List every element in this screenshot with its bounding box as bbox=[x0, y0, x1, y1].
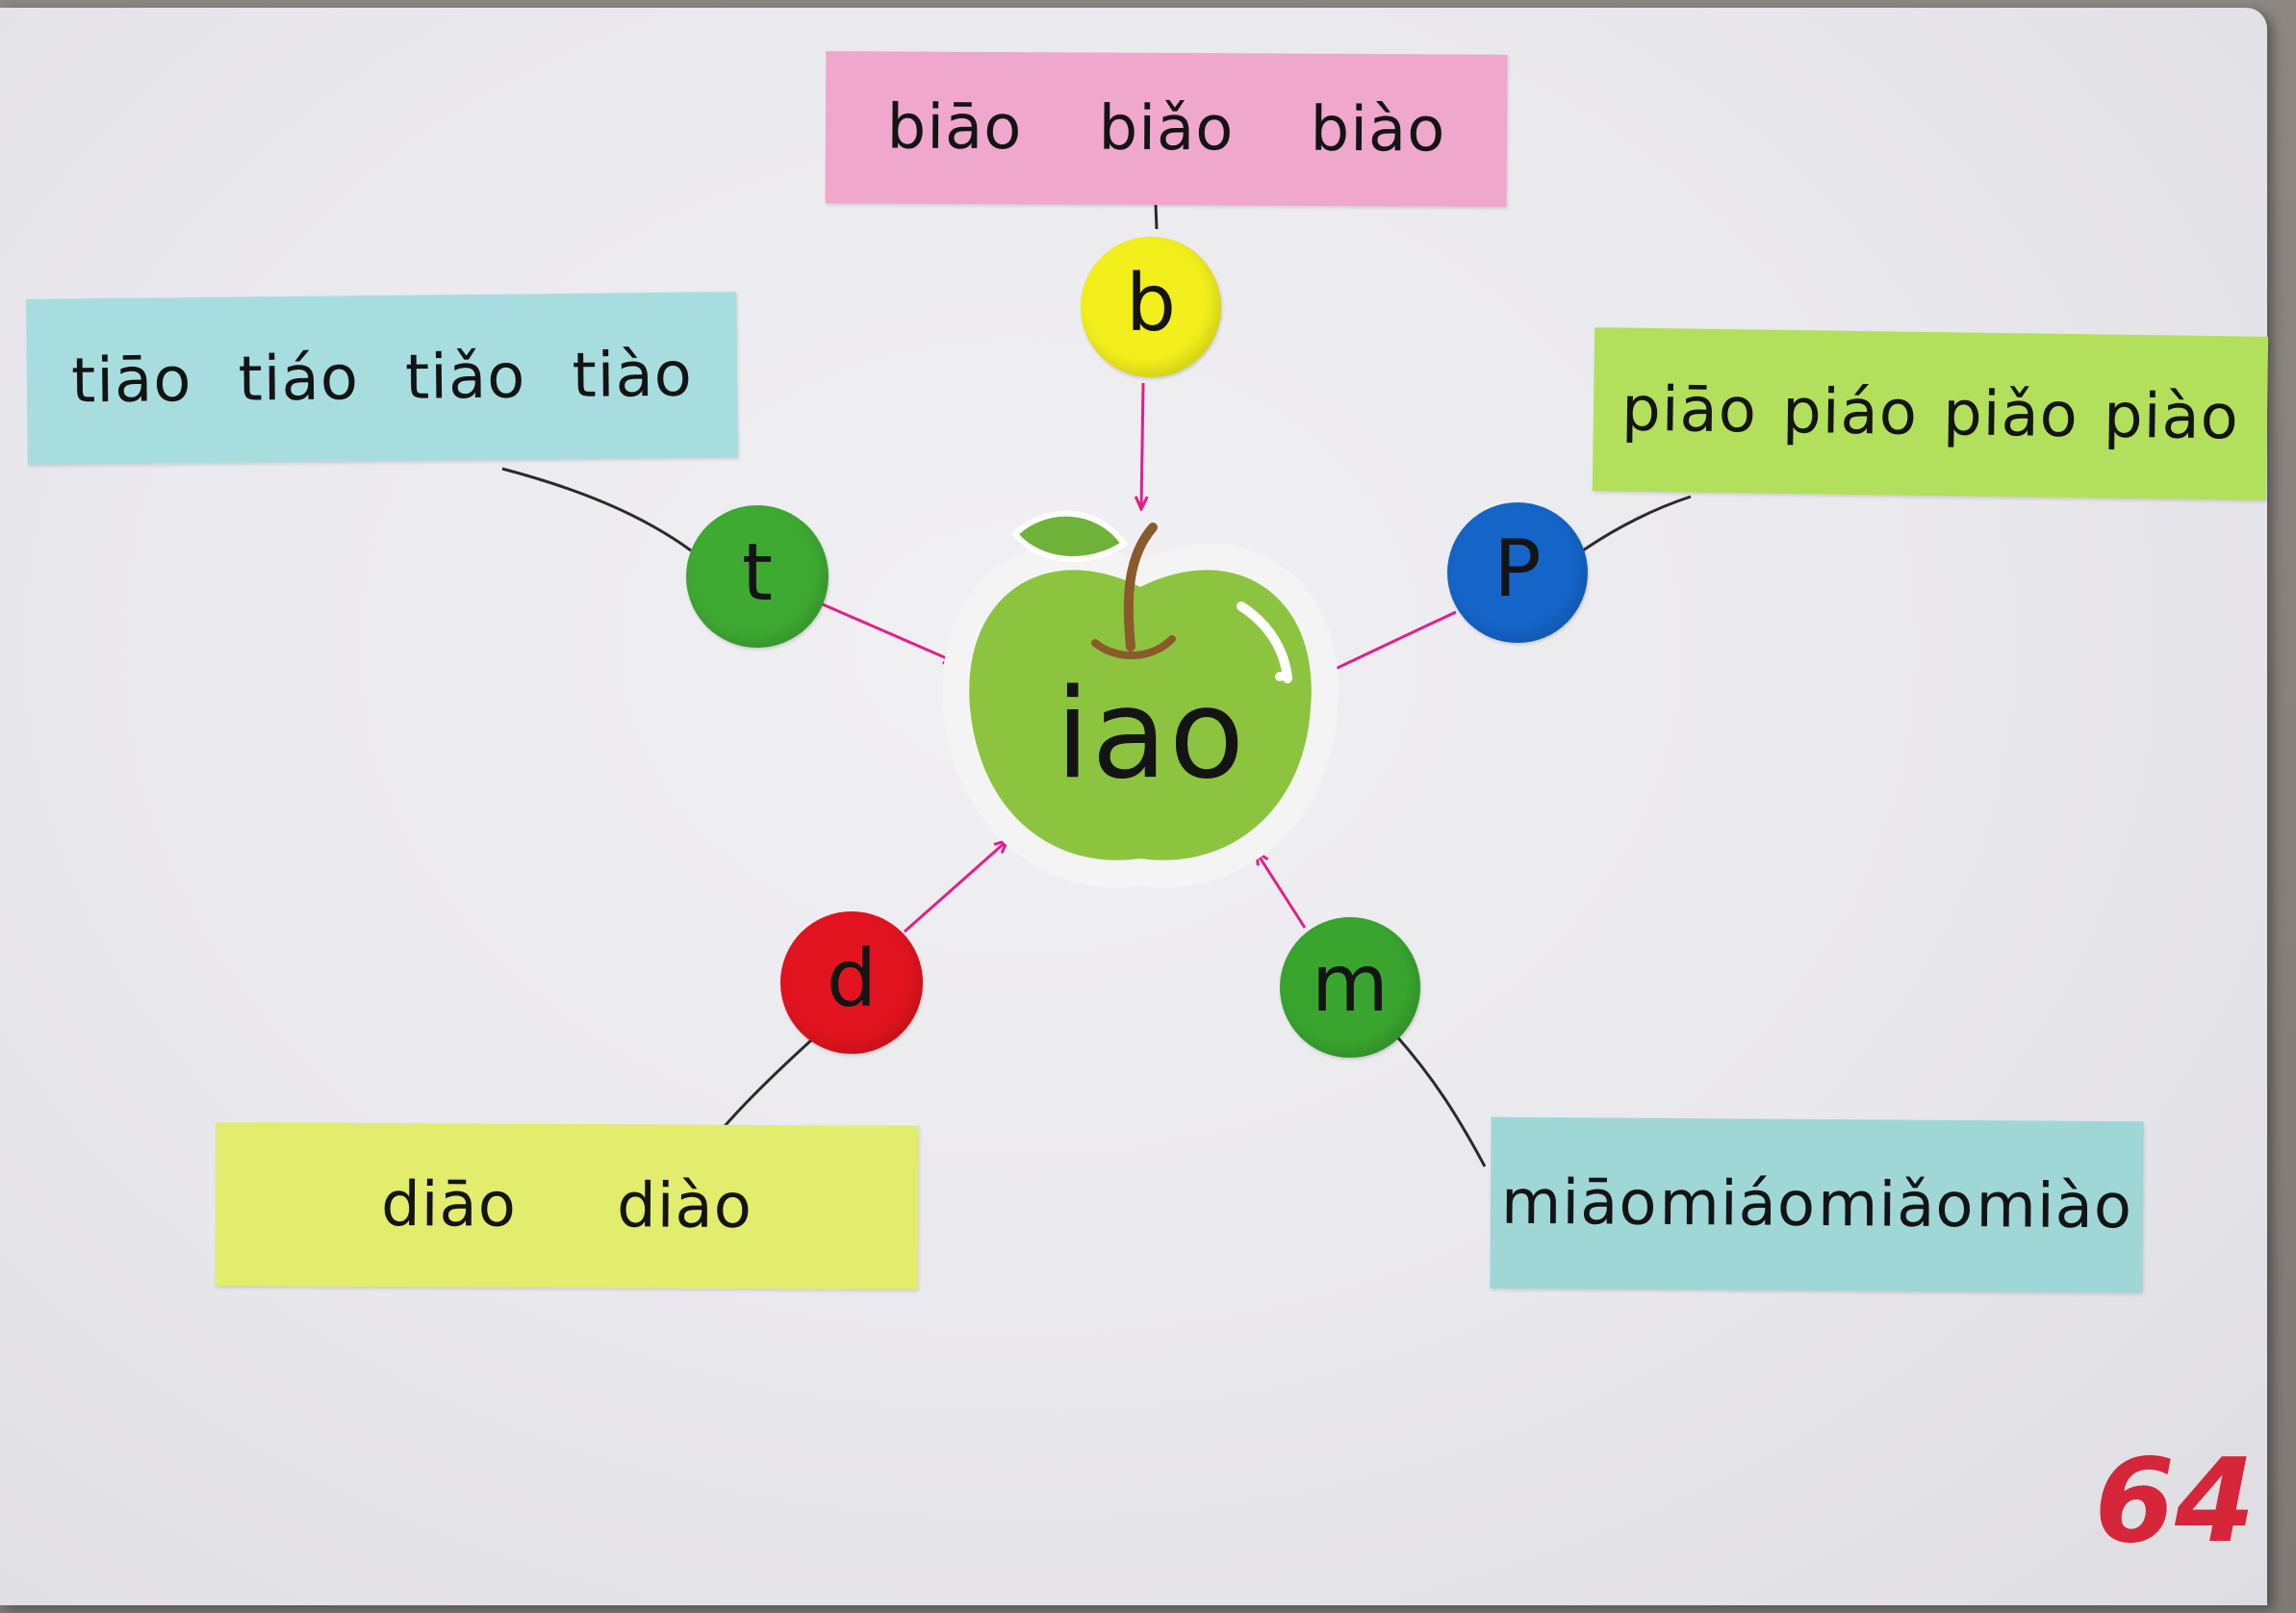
initial-letter: P bbox=[1493, 523, 1542, 615]
initial-dot-b: b bbox=[1081, 237, 1221, 377]
syllable: piāo bbox=[1620, 373, 1758, 448]
initial-dot-p: P bbox=[1447, 502, 1588, 643]
syllable-card-p: piāo piáo piǎo piào bbox=[1592, 327, 2269, 500]
initial-dot-m: m bbox=[1280, 917, 1420, 1058]
syllable: tiāo bbox=[70, 345, 192, 418]
initial-dot-t: t bbox=[686, 505, 829, 648]
syllable-card-b: biāo biǎo biào bbox=[825, 51, 1508, 207]
syllable: tiáo bbox=[238, 343, 360, 416]
syllable: biǎo bbox=[1098, 92, 1235, 166]
syllable: piào bbox=[2103, 380, 2240, 454]
syllable: tiào bbox=[572, 339, 694, 412]
syllable: diāo bbox=[380, 1168, 518, 1242]
initial-letter: m bbox=[1312, 937, 1389, 1030]
syllable: diào bbox=[616, 1170, 753, 1243]
syllable: miǎo bbox=[1817, 1169, 1975, 1242]
initial-dot-d: d bbox=[780, 911, 923, 1054]
syllable: biào bbox=[1310, 93, 1446, 166]
syllable: miào bbox=[1976, 1170, 2133, 1243]
syllable: miáo bbox=[1659, 1167, 1817, 1241]
syllable-card-m: miāo miáo miǎo miào bbox=[1490, 1116, 2144, 1293]
initial-letter: t bbox=[741, 526, 774, 619]
initial-letter: d bbox=[826, 933, 878, 1025]
syllable: miāo bbox=[1500, 1166, 1658, 1240]
syllable-card-d: diāo diào bbox=[215, 1122, 919, 1290]
syllable: tiǎo bbox=[404, 341, 526, 414]
syllable: piáo bbox=[1781, 375, 1919, 449]
syllable: piǎo bbox=[1942, 378, 2079, 452]
syllable: biāo bbox=[886, 91, 1023, 165]
syllable-card-t: tiāo tiáo tiǎo tiào bbox=[26, 292, 738, 465]
rime-label: iao bbox=[1055, 662, 1247, 806]
initial-letter: b bbox=[1125, 257, 1177, 349]
page-number: 64 bbox=[2094, 1434, 2256, 1569]
